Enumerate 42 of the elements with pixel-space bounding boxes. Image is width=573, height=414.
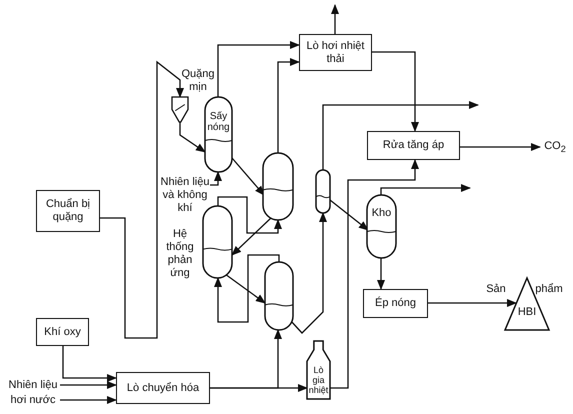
process-box: Ép nóng (363, 289, 428, 318)
process-box: Rửa tăng áp (367, 131, 460, 160)
flow-arrow (217, 41, 300, 97)
flow-arrow (330, 159, 419, 389)
flow-arrow (322, 101, 479, 170)
flow-arrow (179, 122, 206, 153)
process-box: Lò hơi nhiệt thải (299, 34, 372, 71)
flow-arrow (290, 212, 327, 334)
flow-arrow (210, 329, 282, 389)
stream-label: hơi nước (9, 394, 57, 406)
flow-arrow (460, 143, 541, 151)
vessel-label: Kho (370, 207, 392, 219)
flow-arrow (277, 58, 300, 153)
stream-label: Nhiên liệu (8, 378, 58, 392)
flow-arrow (377, 258, 385, 290)
flow-arrow (214, 254, 280, 323)
flow-arrow (330, 200, 369, 231)
vessel-label: Sấy nóng (206, 111, 231, 133)
flow-arrow (372, 51, 419, 132)
flow-arrow (62, 346, 117, 382)
flow-arrow (428, 299, 517, 307)
unit-label: Sản (486, 283, 506, 296)
unit-label: Quặng mịn (180, 68, 216, 94)
vessel-label: Lò gia nhiệt (308, 365, 330, 395)
flow-arrow (231, 216, 272, 256)
process-box: Chuẩn bị quặng (36, 190, 100, 232)
flow-arrow (232, 158, 265, 196)
flow-arrow (380, 184, 471, 195)
unit-label: phẩm (534, 283, 564, 296)
flow-arrow (100, 60, 184, 339)
flow-arrow (331, 4, 339, 34)
flow-arrow (224, 273, 266, 304)
unit-label: Hệ thống phản ứng (165, 228, 195, 280)
flow-arrow (210, 171, 222, 186)
vessel-label: HBI (516, 306, 538, 318)
flow-arrow (60, 396, 117, 404)
process-box: Khí oxy (36, 318, 89, 346)
process-box: Lò chuyển hóa (116, 372, 210, 404)
flow-arrow (217, 196, 282, 234)
flow-arrow (60, 381, 117, 389)
stream-label: Nhiên liệu và không khí (160, 176, 210, 214)
stream-label: CO$_{2}$ (543, 140, 567, 156)
